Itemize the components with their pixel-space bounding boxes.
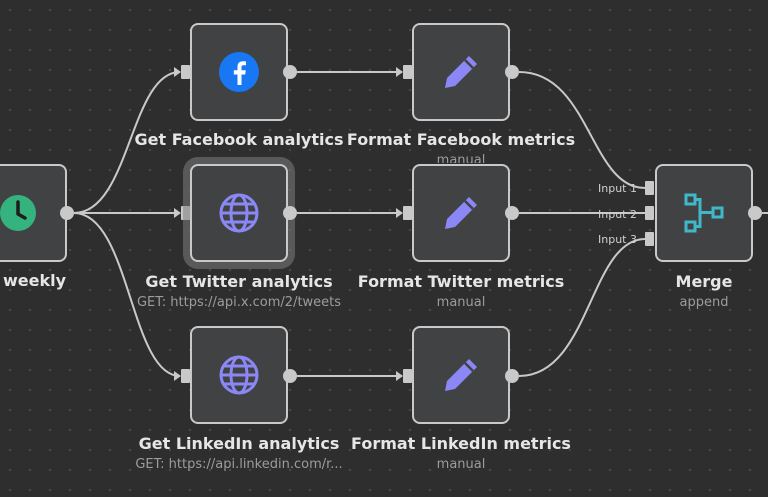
format-facebook-input-handle[interactable]: [403, 65, 412, 79]
format-twitter-metrics-node[interactable]: [412, 164, 510, 262]
get-linkedin-subtitle: GET: https://api.linkedin.com/r...: [135, 457, 343, 472]
facebook-input-arrow: [174, 67, 181, 77]
get-twitter-input-handle[interactable]: [181, 206, 190, 220]
format-linkedin-input-handle[interactable]: [403, 369, 412, 383]
pencil-icon: [439, 353, 483, 397]
merge-input-2-label: Input 2: [598, 208, 637, 221]
get-linkedin-analytics-node[interactable]: [190, 326, 288, 424]
globe-icon: [217, 353, 261, 397]
format-linkedin-subtitle: manual: [436, 457, 486, 472]
format-twitter-output-handle[interactable]: [505, 206, 519, 220]
schedule-output-handle[interactable]: [60, 206, 74, 220]
format-twitter-input-arrow: [396, 208, 403, 218]
get-twitter-title: Get Twitter analytics: [145, 272, 333, 291]
format-facebook-title: Format Facebook metrics: [346, 130, 576, 149]
pencil-icon: [439, 50, 483, 94]
merge-input-1-label: Input 1: [598, 182, 637, 195]
format-facebook-subtitle: manual: [436, 153, 486, 163]
merge-icon: [682, 191, 726, 235]
merge-input-2-handle[interactable]: [645, 206, 654, 220]
merge-input-3-handle[interactable]: [645, 232, 654, 246]
get-facebook-input-handle[interactable]: [181, 65, 190, 79]
format-linkedin-title: Format LinkedIn metrics: [351, 434, 571, 453]
get-facebook-title: Get Facebook analytics: [134, 130, 344, 149]
format-facebook-metrics-node[interactable]: [412, 23, 510, 121]
get-twitter-output-handle[interactable]: [283, 206, 297, 220]
edge-schedule-to-facebook[interactable]: [73, 71, 181, 214]
merge-input-3-label: Input 3: [598, 233, 637, 246]
merge-node[interactable]: [655, 164, 753, 262]
get-twitter-subtitle: GET: https://api.x.com/2/tweets: [136, 295, 342, 310]
clock-icon: [0, 191, 40, 235]
format-facebook-output-handle[interactable]: [505, 65, 519, 79]
get-linkedin-input-handle[interactable]: [181, 369, 190, 383]
facebook-icon: [217, 50, 261, 94]
format-linkedin-output-handle[interactable]: [505, 369, 519, 383]
edge-format-facebook-to-merge[interactable]: [518, 71, 646, 189]
get-twitter-analytics-node[interactable]: [190, 164, 288, 262]
merge-title: Merge: [675, 272, 733, 291]
format-linkedin-input-arrow: [396, 371, 403, 381]
schedule-trigger-node[interactable]: [0, 164, 67, 262]
format-linkedin-metrics-node[interactable]: [412, 326, 510, 424]
merge-input-1-handle[interactable]: [645, 181, 654, 195]
merge-subtitle: append: [679, 295, 729, 310]
format-twitter-title: Format Twitter metrics: [357, 272, 565, 291]
format-twitter-subtitle: manual: [436, 295, 486, 310]
edge-format-linkedin-to-merge[interactable]: [518, 238, 646, 377]
format-twitter-input-handle[interactable]: [403, 206, 412, 220]
pencil-icon: [439, 191, 483, 235]
get-facebook-output-handle[interactable]: [283, 65, 297, 79]
twitter-input-arrow: [174, 208, 181, 218]
format-facebook-input-arrow: [396, 67, 403, 77]
schedule-node-title: n weekly: [0, 271, 66, 290]
merge-output-handle[interactable]: [748, 206, 762, 220]
globe-icon: [217, 191, 261, 235]
edge-schedule-to-linkedin[interactable]: [73, 212, 181, 377]
get-linkedin-title: Get LinkedIn analytics: [138, 434, 340, 453]
get-linkedin-output-handle[interactable]: [283, 369, 297, 383]
linkedin-input-arrow: [174, 371, 181, 381]
get-facebook-analytics-node[interactable]: [190, 23, 288, 121]
